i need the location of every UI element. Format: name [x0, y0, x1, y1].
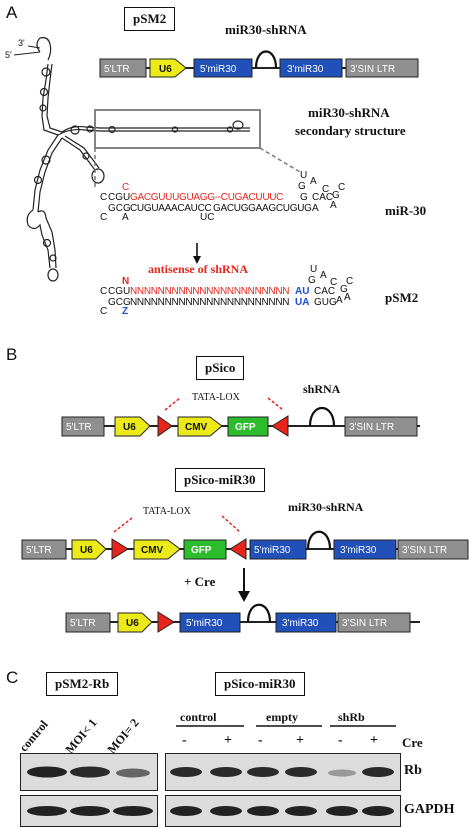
construct-a-u6: U6	[159, 64, 172, 75]
tatalox-label-2: TATA-LOX	[143, 506, 191, 517]
psico-mir30-3mir30: 3'miR30	[340, 545, 377, 556]
psico-5ltr: 5'LTR	[66, 422, 92, 433]
panel-a-letter: A	[6, 3, 18, 22]
panel-c-letter: C	[6, 668, 19, 687]
cre-3mir30: 3'miR30	[282, 618, 319, 629]
cre-u6: U6	[126, 618, 139, 629]
cre-sign-6: +	[370, 733, 378, 748]
construct-a-3mir30: 3'miR30	[287, 64, 324, 75]
cre-sign-4: +	[296, 733, 304, 748]
cre-3sinltr: 3'SIN LTR	[342, 618, 387, 629]
mir30-label: miR-30	[385, 203, 427, 218]
construct-a-3sinltr: 3'SIN LTR	[350, 64, 395, 75]
rna-structure-icon	[26, 37, 250, 282]
psm2-rb-title: pSM2-Rb	[46, 672, 119, 696]
gapdh-blot-right	[165, 795, 401, 827]
construct-a-5mir30: 5'miR30	[200, 64, 237, 75]
psico-mir30-gfp: GFP	[191, 545, 212, 556]
group-empty: empty	[266, 710, 298, 724]
psm2-title: pSM2	[124, 7, 176, 31]
psico-mir30-c-title: pSico-miR30	[215, 672, 305, 696]
psico-title: pSico	[196, 356, 245, 380]
mir30-sequence: C C CGU GACGUUUGUAGG--CUGACUUUC G GCG CU…	[100, 170, 346, 223]
rb-label: Rb	[404, 763, 422, 778]
cre-sign-2: +	[224, 733, 232, 748]
psico-mir30-3sinltr: 3'SIN LTR	[402, 545, 447, 556]
stem-3-prime-label: 3'	[18, 38, 25, 48]
psico-u6: U6	[123, 422, 136, 433]
psico-mir30-title: pSico-miR30	[175, 468, 265, 492]
group-control: control	[180, 710, 217, 724]
cre-label: + Cre	[184, 574, 216, 589]
group-shrb: shRb	[338, 710, 365, 724]
psm2-sequence: C N CGU NNNNNNNNNNNNNNNNNNNNNNN AU CAC G…	[100, 264, 354, 317]
construct-a	[99, 50, 419, 78]
stem-5-prime-label: 5'	[5, 50, 12, 60]
secondary-label-1: miR30-shRNA	[308, 105, 390, 120]
panel-b-letter: B	[6, 345, 18, 364]
psico-mir30-u6: U6	[80, 545, 93, 556]
cre-sign-3: -	[258, 733, 263, 748]
gapdh-blot-left	[20, 795, 158, 827]
tatalox-label-1: TATA-LOX	[192, 392, 240, 403]
secondary-structure-highlight-box	[94, 109, 261, 149]
construct-psico-mir30	[21, 515, 469, 560]
mir30-shrna-label-a: miR30-shRNA	[225, 22, 307, 37]
cre-5ltr: 5'LTR	[70, 618, 96, 629]
construct-a-5ltr: 5'LTR	[104, 64, 130, 75]
psm2-label: pSM2	[385, 290, 419, 305]
shrna-label: shRNA	[303, 382, 341, 396]
psico-mir30-cmv: CMV	[141, 545, 164, 556]
psico-gfp: GFP	[235, 422, 256, 433]
gapdh-label: GAPDH	[404, 802, 455, 817]
construct-psico	[61, 397, 420, 437]
rb-blot-right	[165, 753, 401, 791]
secondary-label-2: secondary structure	[295, 123, 406, 138]
psico-mir30-5mir30: 5'miR30	[254, 545, 291, 556]
rb-blot-left	[20, 753, 158, 791]
cre-sign-5: -	[338, 733, 343, 748]
construct-after-cre	[65, 603, 420, 633]
cre-row-label: Cre	[402, 735, 423, 750]
antisense-label: antisense of shRNA	[148, 262, 249, 276]
psico-mir30-5ltr: 5'LTR	[26, 545, 52, 556]
mir30-shrna-label-b: miR30-shRNA	[288, 500, 364, 514]
cre-sign-1: -	[182, 733, 187, 748]
psico-cmv: CMV	[185, 422, 208, 433]
cre-5mir30: 5'miR30	[186, 618, 223, 629]
psico-3sinltr: 3'SIN LTR	[349, 422, 394, 433]
